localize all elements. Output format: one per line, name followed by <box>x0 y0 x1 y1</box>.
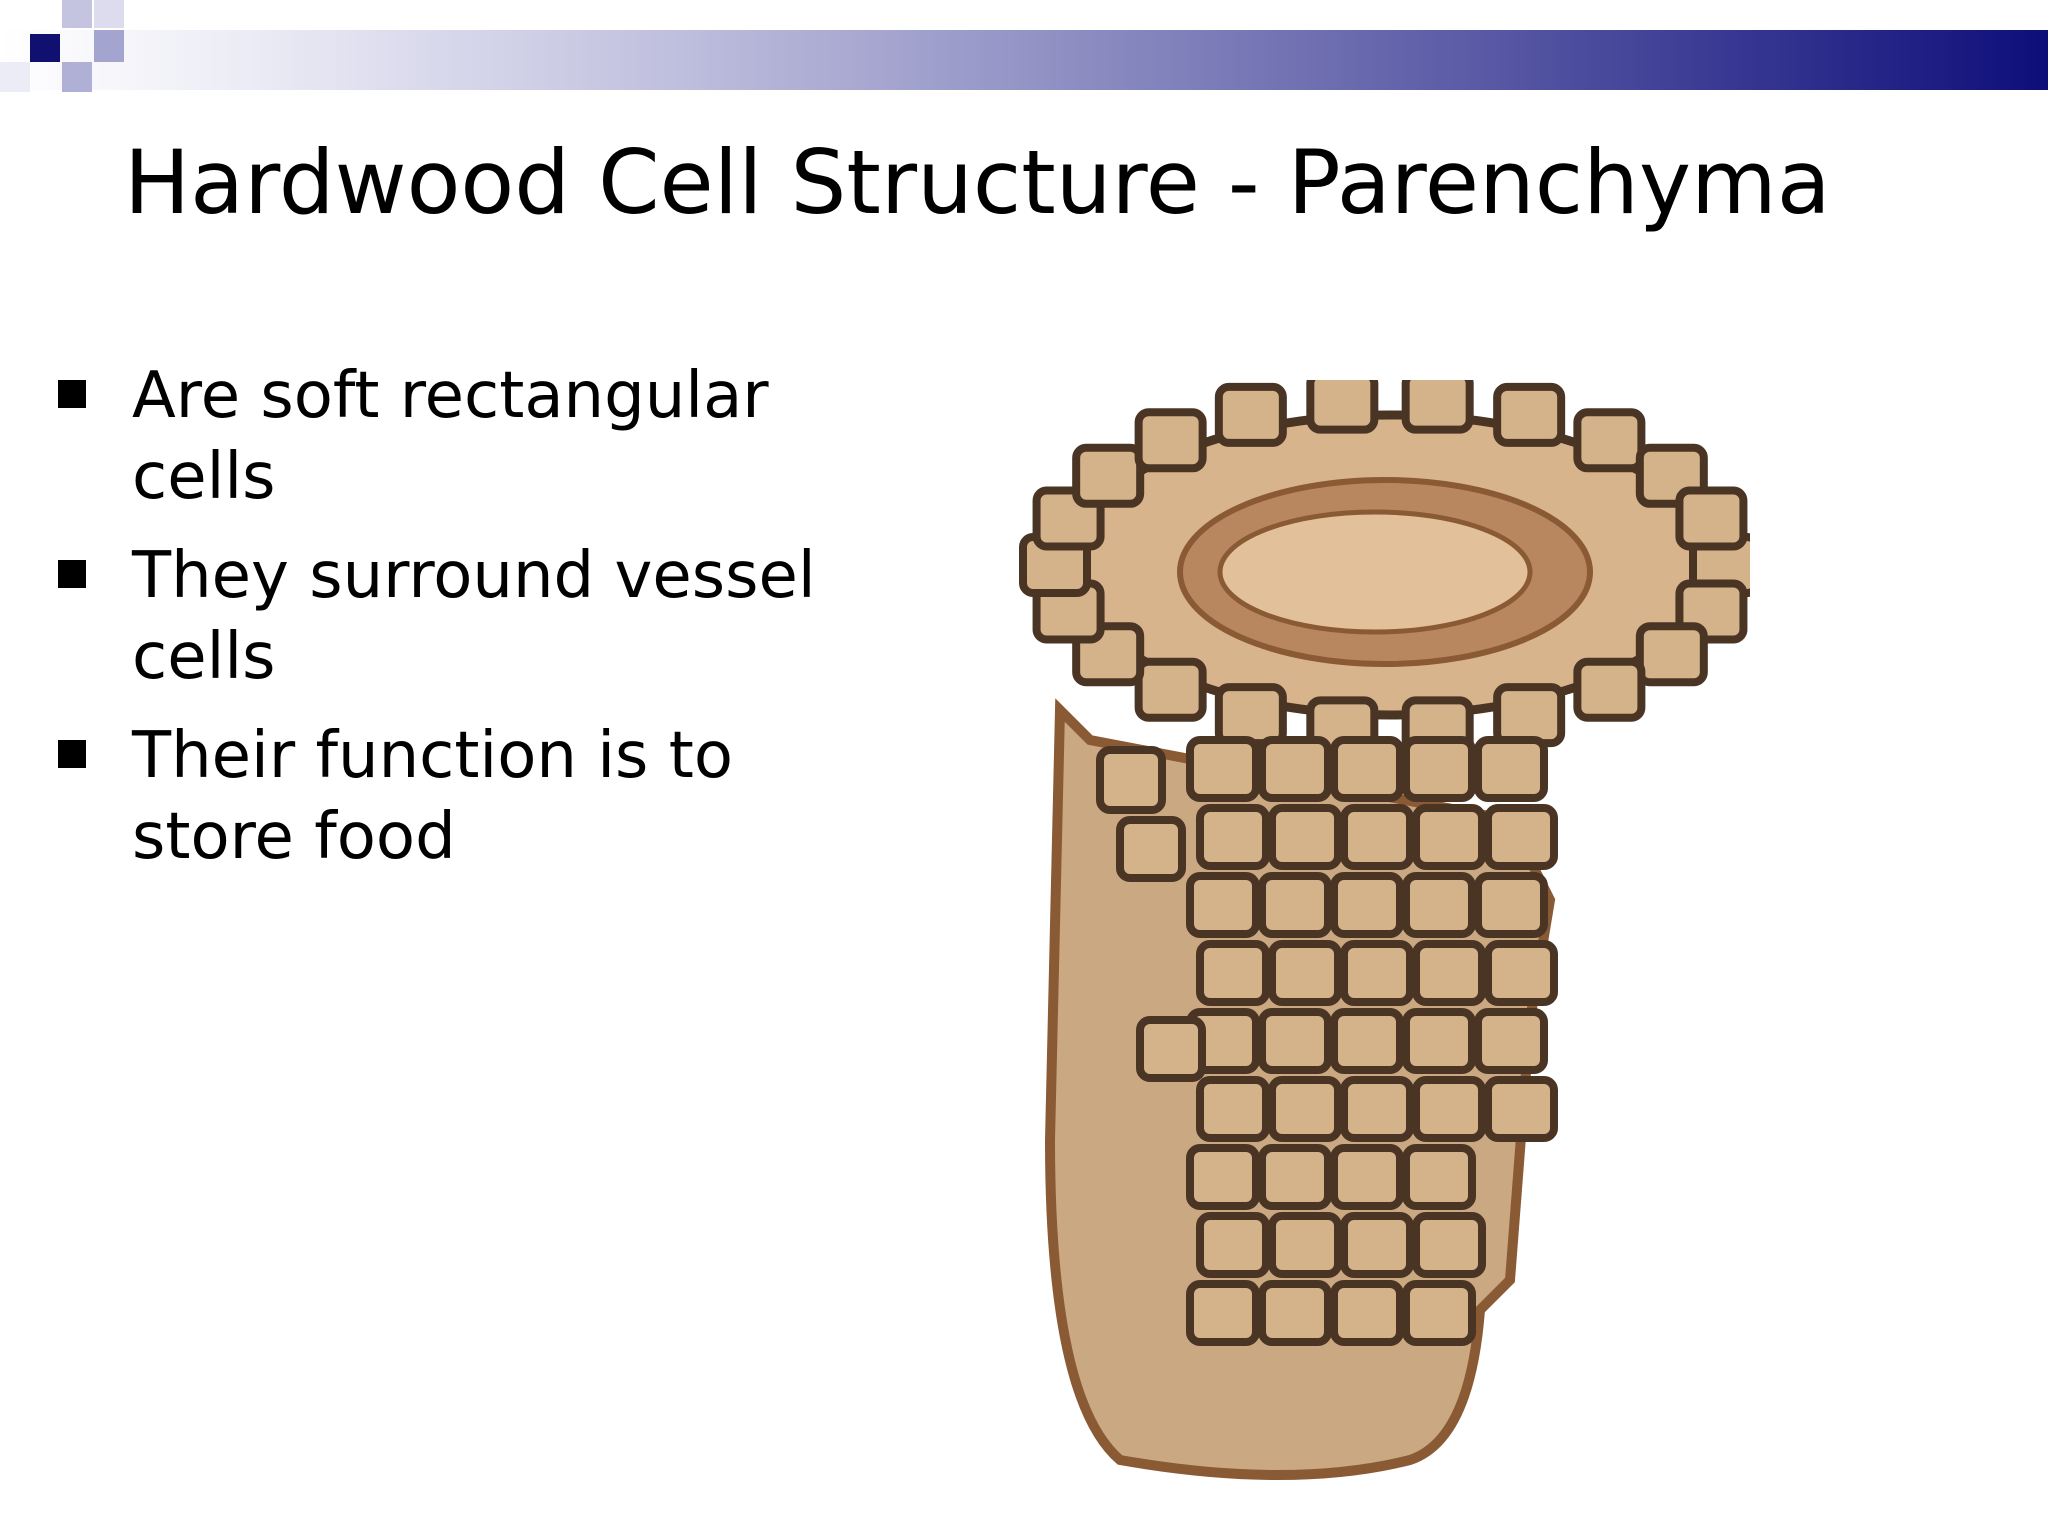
bullet-text: Their function is to store food <box>132 719 733 874</box>
parenchyma-cell <box>1573 657 1646 722</box>
parenchyma-cell <box>1330 872 1404 938</box>
parenchyma-cell <box>1402 1144 1476 1210</box>
parenchyma-cell <box>1214 683 1287 748</box>
parenchyma-cell <box>1340 804 1414 870</box>
bullet-item: Are soft rectangular cells <box>58 356 818 518</box>
parenchyma-cell <box>1635 622 1708 687</box>
parenchyma-cell <box>1268 940 1342 1006</box>
parenchyma-cell <box>1134 408 1207 473</box>
parenchyma-cell <box>1330 1144 1404 1210</box>
parenchyma-cell <box>1072 443 1145 508</box>
parenchyma-cell <box>1402 736 1476 802</box>
parenchyma-cell <box>1675 486 1748 551</box>
parenchyma-cell <box>1214 382 1287 447</box>
decor-square <box>94 30 124 62</box>
parenchyma-cell <box>1573 408 1646 473</box>
parenchyma-cell <box>1258 1280 1332 1346</box>
parenchyma-cell <box>1412 1076 1486 1142</box>
decor-square <box>94 0 124 28</box>
parenchyma-cell <box>1402 1008 1476 1074</box>
parenchyma-cell <box>1258 736 1332 802</box>
parenchyma-cell <box>1474 1008 1548 1074</box>
parenchyma-cell <box>1340 940 1414 1006</box>
parenchyma-cell <box>1186 736 1260 802</box>
square-bullet-icon <box>58 560 86 588</box>
parenchyma-cells <box>1019 369 1761 1346</box>
square-bullet-icon <box>58 740 86 768</box>
parenchyma-cell <box>1186 872 1260 938</box>
parenchyma-cell <box>1196 1212 1270 1278</box>
parenchyma-cell <box>1401 369 1474 434</box>
bullet-text: They surround vessel cells <box>132 539 816 694</box>
parenchyma-cell <box>1186 1144 1260 1210</box>
parenchyma-cell <box>1196 940 1270 1006</box>
parenchyma-cell <box>1330 1280 1404 1346</box>
parenchyma-cell <box>1330 736 1404 802</box>
parenchyma-cell <box>1474 736 1548 802</box>
slide-title: Hardwood Cell Structure - Parenchyma <box>124 131 1831 234</box>
parenchyma-cell <box>1474 872 1548 938</box>
parenchyma-cell <box>1330 1008 1404 1074</box>
parenchyma-cell <box>1493 382 1566 447</box>
bullet-list: Are soft rectangular cells They surround… <box>58 356 818 896</box>
parenchyma-cell <box>1268 804 1342 870</box>
decor-square <box>30 34 60 62</box>
vessel-lumen <box>1217 509 1533 635</box>
parenchyma-cell <box>1136 1016 1206 1082</box>
parenchyma-cell <box>1096 746 1166 814</box>
parenchyma-cell <box>1412 804 1486 870</box>
bullet-item: Their function is to store food <box>58 716 818 878</box>
parenchyma-cell <box>1306 369 1379 434</box>
parenchyma-cell <box>1412 1212 1486 1278</box>
parenchyma-cell <box>1196 804 1270 870</box>
decor-square <box>0 62 30 92</box>
parenchyma-cell <box>1186 1280 1260 1346</box>
parenchyma-cell <box>1116 816 1186 882</box>
parenchyma-cell <box>1340 1076 1414 1142</box>
square-bullet-icon <box>58 380 86 408</box>
parenchyma-cell <box>1493 683 1566 748</box>
parenchyma-cell <box>1258 872 1332 938</box>
parenchyma-cell <box>1412 940 1486 1006</box>
parenchyma-cell <box>1258 1144 1332 1210</box>
parenchyma-cells-around-vessel-icon <box>1019 369 1761 1480</box>
bullet-text: Are soft rectangular cells <box>132 359 769 514</box>
parenchyma-cell <box>1258 1008 1332 1074</box>
decor-square <box>62 0 92 28</box>
header-gradient-bar <box>0 30 2048 90</box>
parenchyma-cell <box>1402 1280 1476 1346</box>
parenchyma-cell <box>1484 1076 1558 1142</box>
parenchyma-cell <box>1268 1076 1342 1142</box>
parenchyma-cell <box>1484 804 1558 870</box>
parenchyma-cell <box>1134 657 1207 722</box>
parenchyma-cell <box>1484 940 1558 1006</box>
parenchyma-illustration <box>990 369 1761 1510</box>
bullet-item: They surround vessel cells <box>58 536 818 698</box>
parenchyma-cell <box>1402 872 1476 938</box>
parenchyma-cell <box>1268 1212 1342 1278</box>
parenchyma-cell <box>1196 1076 1270 1142</box>
decor-square <box>62 62 92 92</box>
parenchyma-cell <box>1340 1212 1414 1278</box>
